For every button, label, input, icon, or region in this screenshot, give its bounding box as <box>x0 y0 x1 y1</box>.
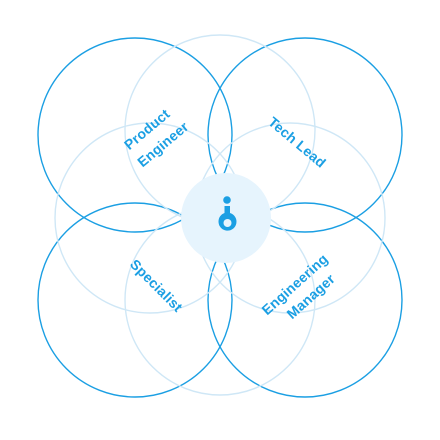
label-engineering-manager: Engineering Manager <box>258 251 338 322</box>
flame-drop-logo-icon <box>218 196 237 231</box>
circle-product-engineer <box>37 37 233 233</box>
circle-specialist <box>37 202 233 398</box>
circle-engineering-manager <box>207 202 403 398</box>
label-product-engineer: Product Engineer <box>121 106 192 171</box>
label-specialist: Specialist <box>127 256 186 315</box>
circle-tech-lead <box>207 37 403 233</box>
label-tech-lead: Tech Lead <box>265 114 329 171</box>
